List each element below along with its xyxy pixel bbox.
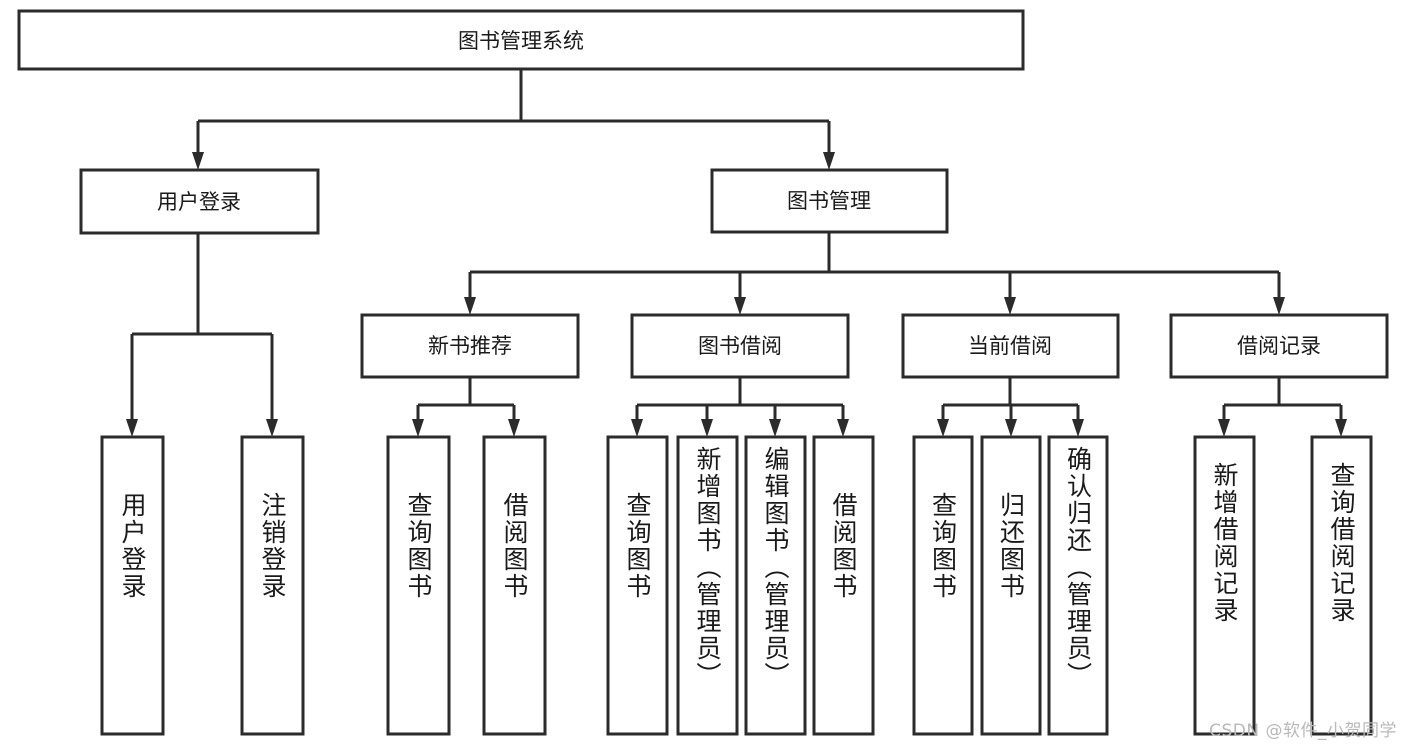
leaf-box-book-borrow-3[interactable]	[744, 435, 807, 736]
connector-group-user-login	[126, 233, 278, 437]
leaf-box-new-book-1[interactable]	[386, 435, 451, 736]
node-book-manage-box[interactable]	[710, 168, 949, 234]
arrowhead-nb-leaf-2	[508, 419, 520, 437]
arrowhead-nb-leaf-1	[412, 419, 424, 437]
leaf-box-new-book-2[interactable]	[482, 435, 547, 736]
arrowhead-new-book	[464, 297, 476, 315]
node-current-borrow[interactable]: 当前借阅	[901, 313, 1120, 379]
arrowhead-br-leaf-1	[1218, 419, 1230, 437]
leaf-box-current-borrow-2[interactable]	[980, 435, 1042, 736]
leaf-box-borrow-record-1[interactable]	[1193, 435, 1256, 736]
node-root[interactable]: 图书管理系统	[17, 9, 1025, 71]
node-current-borrow-box[interactable]	[901, 313, 1120, 379]
leaf-box-book-borrow-4[interactable]	[812, 435, 875, 736]
leaf-box-borrow-record-2[interactable]	[1310, 435, 1373, 736]
connector-group-current-borrow-leaves	[937, 377, 1084, 437]
leaf-box-current-borrow-3[interactable]	[1047, 435, 1109, 736]
leaf-box-current-borrow-1[interactable]	[912, 435, 974, 736]
node-borrow-record-box[interactable]	[1169, 313, 1389, 379]
node-book-manage-label: 图书管理	[787, 189, 871, 213]
arrowhead-current-borrow	[1004, 297, 1016, 315]
connector-group-new-book-leaves	[412, 377, 520, 437]
arrowhead-bb-leaf-3	[769, 419, 781, 437]
node-root-label: 图书管理系统	[458, 29, 584, 53]
arrowhead-cb-leaf-3	[1072, 419, 1084, 437]
node-new-book-recommend-label: 新书推荐	[428, 334, 512, 358]
leaf-box-book-borrow-2[interactable]	[676, 435, 739, 736]
node-user-login-box[interactable]	[79, 168, 320, 235]
arrowhead-book-borrow	[734, 297, 746, 315]
arrowhead-bb-leaf-1	[631, 419, 643, 437]
node-borrow-record-label: 借阅记录	[1237, 334, 1321, 358]
node-user-login-label: 用户登录	[157, 190, 241, 214]
arrowhead-br-leaf-2	[1335, 419, 1347, 437]
arrowhead-book-manage	[823, 152, 835, 170]
node-book-borrow-label: 图书借阅	[698, 334, 782, 358]
arrowhead-cb-leaf-1	[937, 419, 949, 437]
node-root-box[interactable]	[17, 9, 1025, 71]
leaf-box-book-borrow-1[interactable]	[606, 435, 669, 736]
node-book-borrow-box[interactable]	[630, 313, 850, 379]
arrowhead-user-login	[192, 152, 204, 170]
leaf-box-user-login-1[interactable]	[100, 435, 165, 736]
watermark-text: CSDN @软件_小贺同学	[1209, 721, 1397, 741]
node-current-borrow-label: 当前借阅	[968, 334, 1052, 358]
arrowhead-ul-leaf-2	[266, 419, 278, 437]
arrowhead-cb-leaf-2	[1005, 419, 1017, 437]
arrowhead-bb-leaf-4	[837, 419, 849, 437]
connector-group-book-borrow-leaves	[631, 377, 849, 437]
connector-group-root	[192, 69, 835, 170]
node-new-book-recommend[interactable]: 新书推荐	[360, 313, 580, 379]
leaf-box-user-login-2[interactable]	[240, 435, 305, 736]
node-borrow-record[interactable]: 借阅记录	[1169, 313, 1389, 379]
arrowhead-bb-leaf-2	[701, 419, 713, 437]
node-book-manage[interactable]: 图书管理	[710, 168, 949, 234]
node-new-book-recommend-box[interactable]	[360, 313, 580, 379]
arrowhead-borrow-record	[1273, 297, 1285, 315]
arrowhead-ul-leaf-1	[126, 419, 138, 437]
node-book-borrow[interactable]: 图书借阅	[630, 313, 850, 379]
connector-group-book-manage	[464, 232, 1285, 315]
node-user-login[interactable]: 用户登录	[79, 168, 320, 235]
connector-group-borrow-record-leaves	[1218, 377, 1347, 437]
